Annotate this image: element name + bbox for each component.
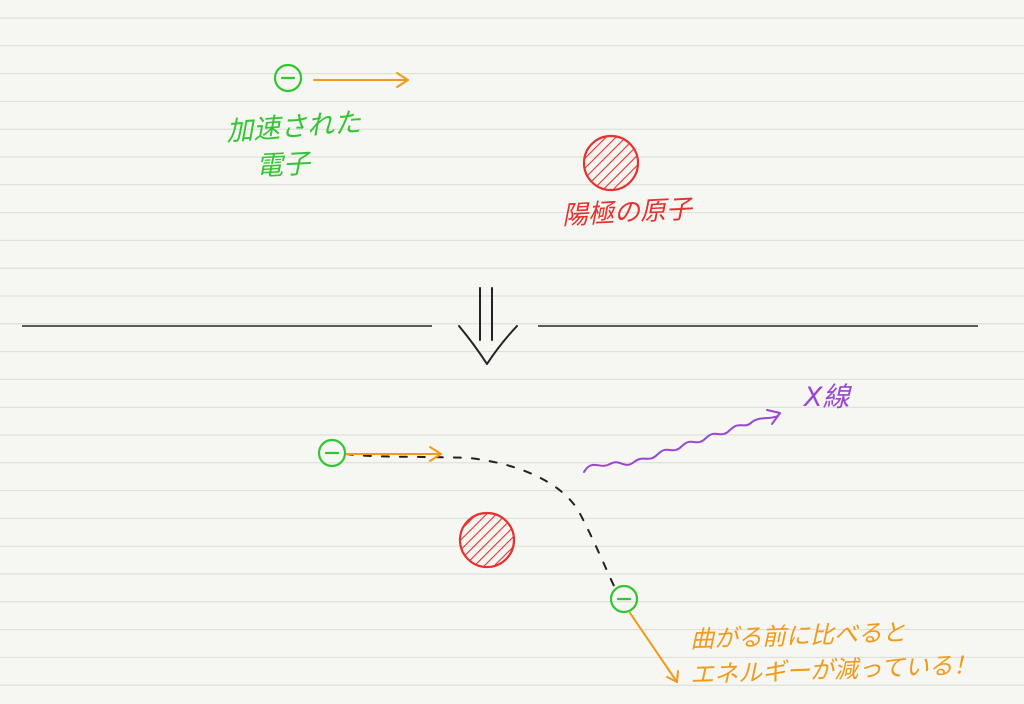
top-electron-icon	[273, 63, 303, 93]
incoming-electron-icon	[317, 438, 347, 468]
xray-label: X線	[804, 382, 850, 413]
xray-wave	[583, 409, 781, 473]
bottom-atom-icon	[458, 511, 516, 569]
electron-label-line2: 電子	[255, 148, 311, 183]
double-down-arrow-icon	[458, 287, 518, 365]
electron-trajectory	[345, 453, 615, 587]
incoming-velocity-arrow	[345, 446, 442, 462]
top-atom-icon	[582, 134, 640, 192]
outgoing-electron-icon	[609, 584, 639, 614]
outgoing-velocity-arrow	[629, 612, 679, 683]
top-velocity-arrow	[313, 72, 409, 88]
